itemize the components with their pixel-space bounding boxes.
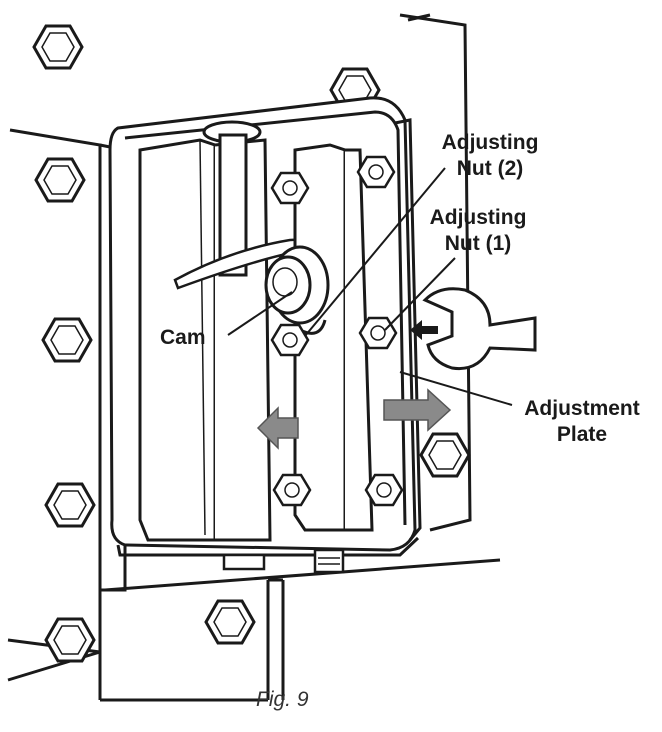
frame-bolt-icon bbox=[32, 24, 84, 70]
frame-bolt-icon bbox=[34, 157, 86, 203]
leader-adjusting-nut-2 bbox=[304, 167, 446, 337]
figure-caption: Fig. 9 bbox=[256, 688, 309, 711]
leader-lines bbox=[227, 167, 513, 406]
adjusting-nut-1-icon bbox=[358, 316, 398, 350]
cam-part bbox=[264, 245, 330, 335]
nut-icon bbox=[272, 473, 312, 507]
wrench-icon bbox=[422, 287, 537, 371]
label-adjusting-nut-1: Adjusting Nut (1) bbox=[429, 206, 527, 255]
nut-icon bbox=[364, 473, 404, 507]
leader-cam bbox=[227, 291, 293, 336]
leader-adjusting-nut-1 bbox=[384, 257, 456, 331]
label-adjustment-plate: Adjustment Plate bbox=[524, 397, 640, 446]
frame-bolt-icon bbox=[41, 317, 93, 363]
frame-bolt-icon bbox=[44, 482, 96, 528]
left-channel bbox=[138, 138, 272, 542]
black-arrow-icon bbox=[410, 320, 438, 340]
frame-bolt-icon bbox=[419, 432, 471, 478]
right-move-arrow-icon bbox=[383, 388, 452, 432]
label-adjusting-nut-2: Adjusting Nut (2) bbox=[441, 131, 539, 180]
leader-adjustment-plate bbox=[399, 371, 513, 406]
nut-icon bbox=[356, 155, 396, 189]
frame-bolt-icon bbox=[44, 617, 96, 663]
left-move-arrow-icon bbox=[256, 406, 299, 450]
frame-bolt-icon bbox=[204, 599, 256, 645]
right-channel bbox=[293, 143, 374, 532]
bottom-bolts bbox=[222, 548, 345, 574]
nut-icon bbox=[270, 323, 310, 357]
label-cam: Cam bbox=[160, 326, 206, 349]
nut-icon bbox=[270, 171, 310, 205]
